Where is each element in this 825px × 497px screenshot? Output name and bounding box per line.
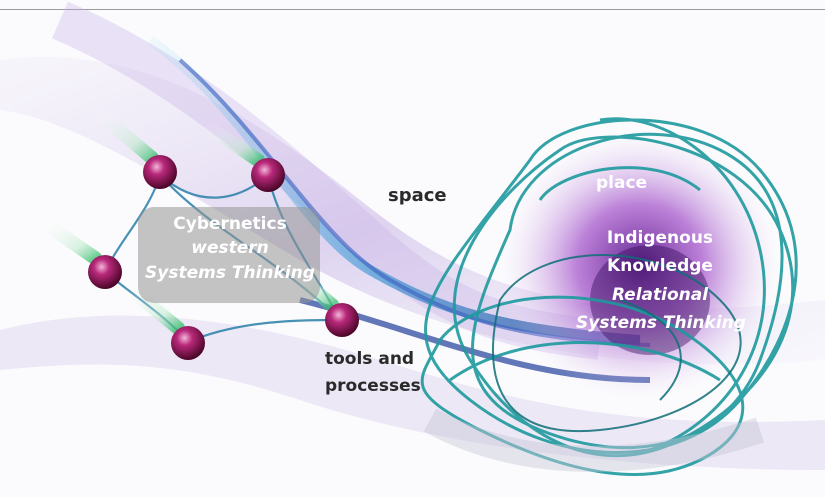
indigenous-line1: Indigenous [606, 228, 714, 248]
place-label: place [596, 173, 648, 193]
node-sphere [325, 303, 359, 337]
tools-label-line2: processes [325, 376, 421, 396]
western-label-box [138, 207, 320, 303]
indigenous-line4: Systems Thinking [576, 313, 746, 333]
western-line2: western [191, 238, 269, 258]
tools-label-line1: tools and [325, 349, 415, 369]
top-divider [0, 9, 825, 10]
node-sphere [251, 158, 285, 192]
western-line1: Cybernetics [173, 214, 287, 234]
space-label: space [388, 185, 447, 206]
indigenous-line2: Knowledge [607, 256, 713, 276]
node-sphere [143, 155, 177, 189]
indigenous-line3: Relational [611, 285, 709, 305]
node-sphere [88, 255, 122, 289]
western-line3: Systems Thinking [145, 263, 315, 283]
node-sphere [171, 326, 205, 360]
